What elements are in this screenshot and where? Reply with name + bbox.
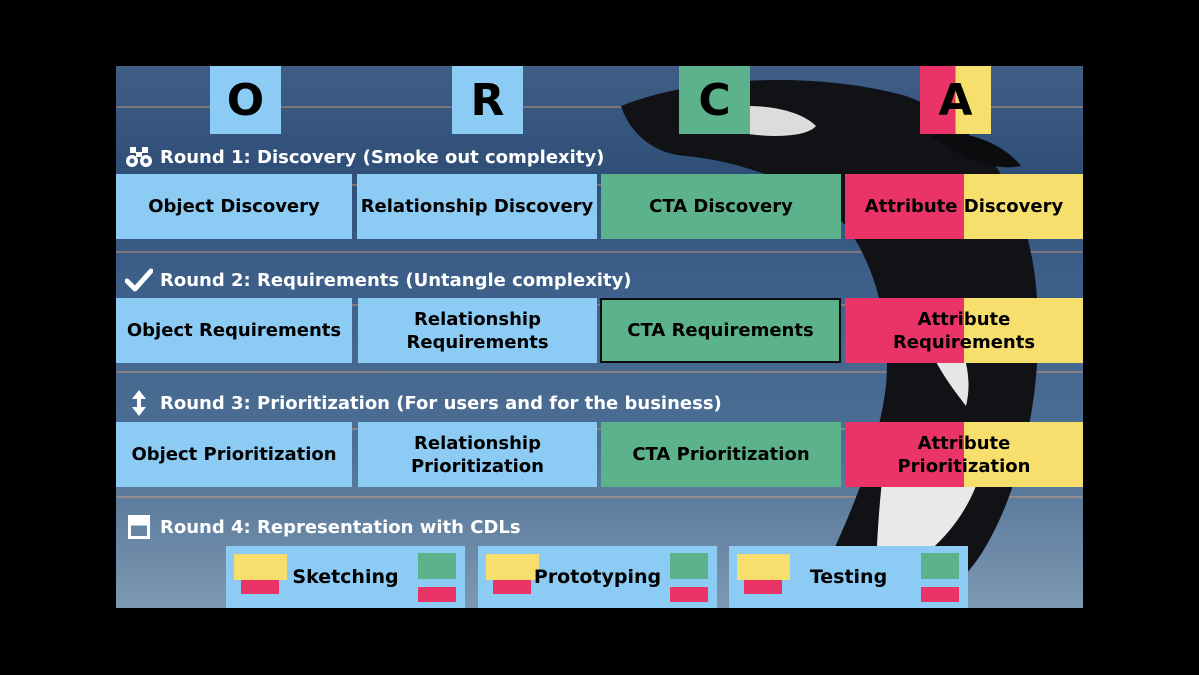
cell-cta-discovery: CTA Discovery	[601, 174, 841, 239]
cdl-card-testing: Testing	[729, 546, 968, 608]
yellow-block	[737, 554, 790, 580]
red-block	[418, 587, 456, 602]
window-layout-icon	[124, 513, 154, 541]
cell-relationship-requirements: Relationship Requirements	[358, 298, 597, 363]
cell-object-discovery: Object Discovery	[116, 174, 352, 239]
cell-object-prioritization: Object Prioritization	[116, 422, 352, 487]
red-block	[493, 580, 531, 594]
water-ripple	[116, 371, 1083, 373]
cell-label: Relationship Requirements	[406, 308, 549, 353]
cell-label: CTA Discovery	[649, 196, 793, 217]
red-block	[744, 580, 782, 594]
cell-label: Attribute Discovery	[864, 196, 1064, 217]
red-block	[241, 580, 279, 594]
cdl-card-sketching: Sketching	[226, 546, 465, 608]
cell-label: CTA Prioritization	[632, 444, 810, 465]
header-letter-c: C	[698, 74, 731, 126]
cell-cta-requirements: CTA Requirements	[600, 298, 841, 363]
cdl-card-label: Testing	[809, 566, 888, 588]
header-letter-a: A	[938, 74, 973, 126]
header-letter-attribute: A	[920, 66, 991, 134]
cell-relationship-discovery: Relationship Discovery	[357, 174, 597, 239]
cell-attribute-requirements: Attribute Requirements	[845, 298, 1083, 363]
cell-label: Relationship Prioritization	[410, 432, 544, 477]
cell-relationship-prioritization: Relationship Prioritization	[358, 422, 597, 487]
round-3-title: Round 3: Prioritization (For users and f…	[124, 388, 722, 418]
round-2-title: Round 2: Requirements (Untangle complexi…	[124, 265, 632, 295]
green-block	[670, 553, 708, 579]
cdl-card-label: Prototyping	[533, 566, 662, 588]
water-ripple	[116, 251, 1083, 253]
cell-cta-prioritization: CTA Prioritization	[601, 422, 841, 487]
green-block	[418, 553, 456, 579]
header-letter-object: O	[210, 66, 281, 134]
yellow-block	[234, 554, 287, 580]
round-1-label: Round 1: Discovery (Smoke out complexity…	[160, 146, 605, 168]
header-letter-relationship: R	[452, 66, 523, 134]
up-down-arrow-icon	[124, 389, 154, 417]
cell-label: Object Discovery	[148, 196, 320, 217]
round-4-label: Round 4: Representation with CDLs	[160, 516, 521, 538]
header-letter-r: R	[470, 74, 505, 126]
red-block	[921, 587, 959, 602]
cell-attribute-prioritization: Attribute Prioritization	[845, 422, 1083, 487]
green-block	[921, 553, 959, 579]
cell-object-requirements: Object Requirements	[116, 298, 352, 363]
red-block	[670, 587, 708, 602]
slide-canvas: O R C A Round 1: Discovery (Smoke out co…	[116, 66, 1083, 608]
water-ripple	[116, 184, 1083, 186]
cell-label: Object Prioritization	[131, 444, 337, 465]
cell-label: Attribute Prioritization	[897, 432, 1031, 477]
cell-label: Object Requirements	[126, 320, 342, 341]
cdl-card-label: Sketching	[292, 566, 399, 588]
cdl-card-prototyping: Prototyping	[478, 546, 717, 608]
cell-attribute-discovery: Attribute Discovery	[845, 174, 1083, 239]
round-2-label: Round 2: Requirements (Untangle complexi…	[160, 269, 632, 291]
checkmark-icon	[124, 266, 154, 294]
header-letter-o: O	[226, 74, 265, 126]
header-letter-cta: C	[679, 66, 750, 134]
yellow-block	[486, 554, 539, 580]
water-ripple	[116, 496, 1083, 498]
cell-label: Attribute Requirements	[892, 308, 1036, 353]
round-4-title: Round 4: Representation with CDLs	[124, 512, 521, 542]
round-1-title: Round 1: Discovery (Smoke out complexity…	[124, 142, 604, 172]
water-ripple	[116, 106, 1083, 108]
water-ripple	[116, 428, 1083, 430]
water-ripple	[116, 304, 1083, 306]
round-3-label: Round 3: Prioritization (For users and f…	[160, 392, 722, 414]
binoculars-icon	[124, 143, 154, 171]
cell-label: CTA Requirements	[627, 320, 814, 341]
cell-label: Relationship Discovery	[360, 196, 594, 217]
